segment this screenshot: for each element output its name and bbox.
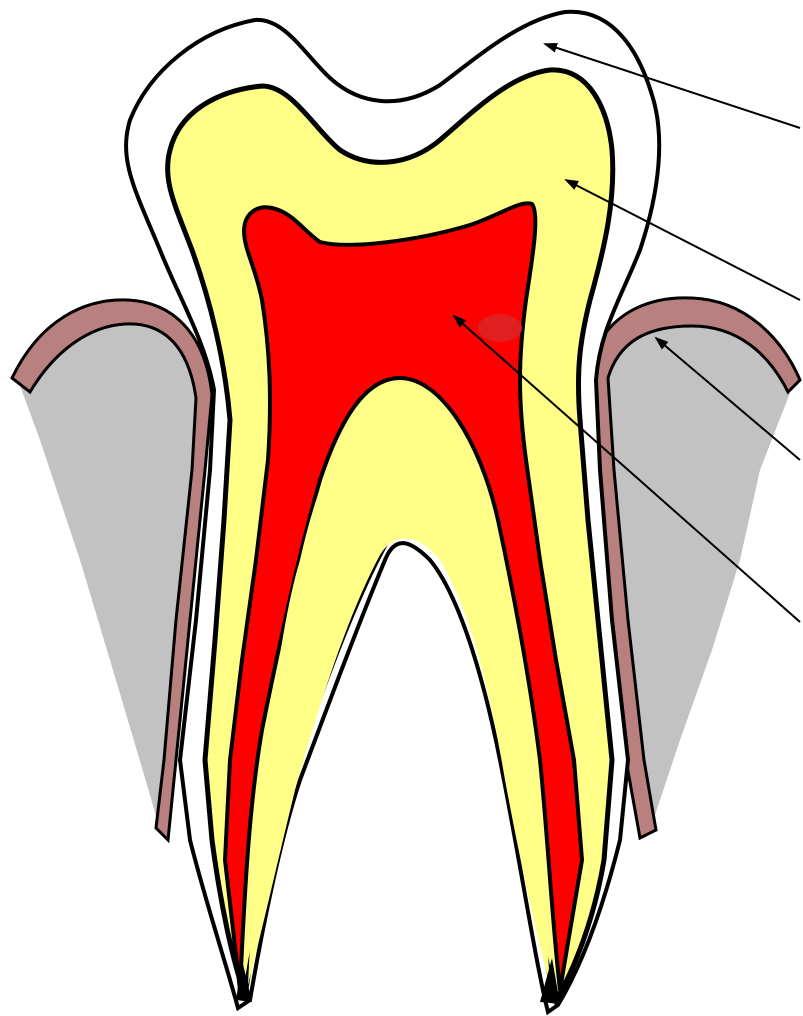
pulp-lump-mark	[478, 314, 522, 342]
